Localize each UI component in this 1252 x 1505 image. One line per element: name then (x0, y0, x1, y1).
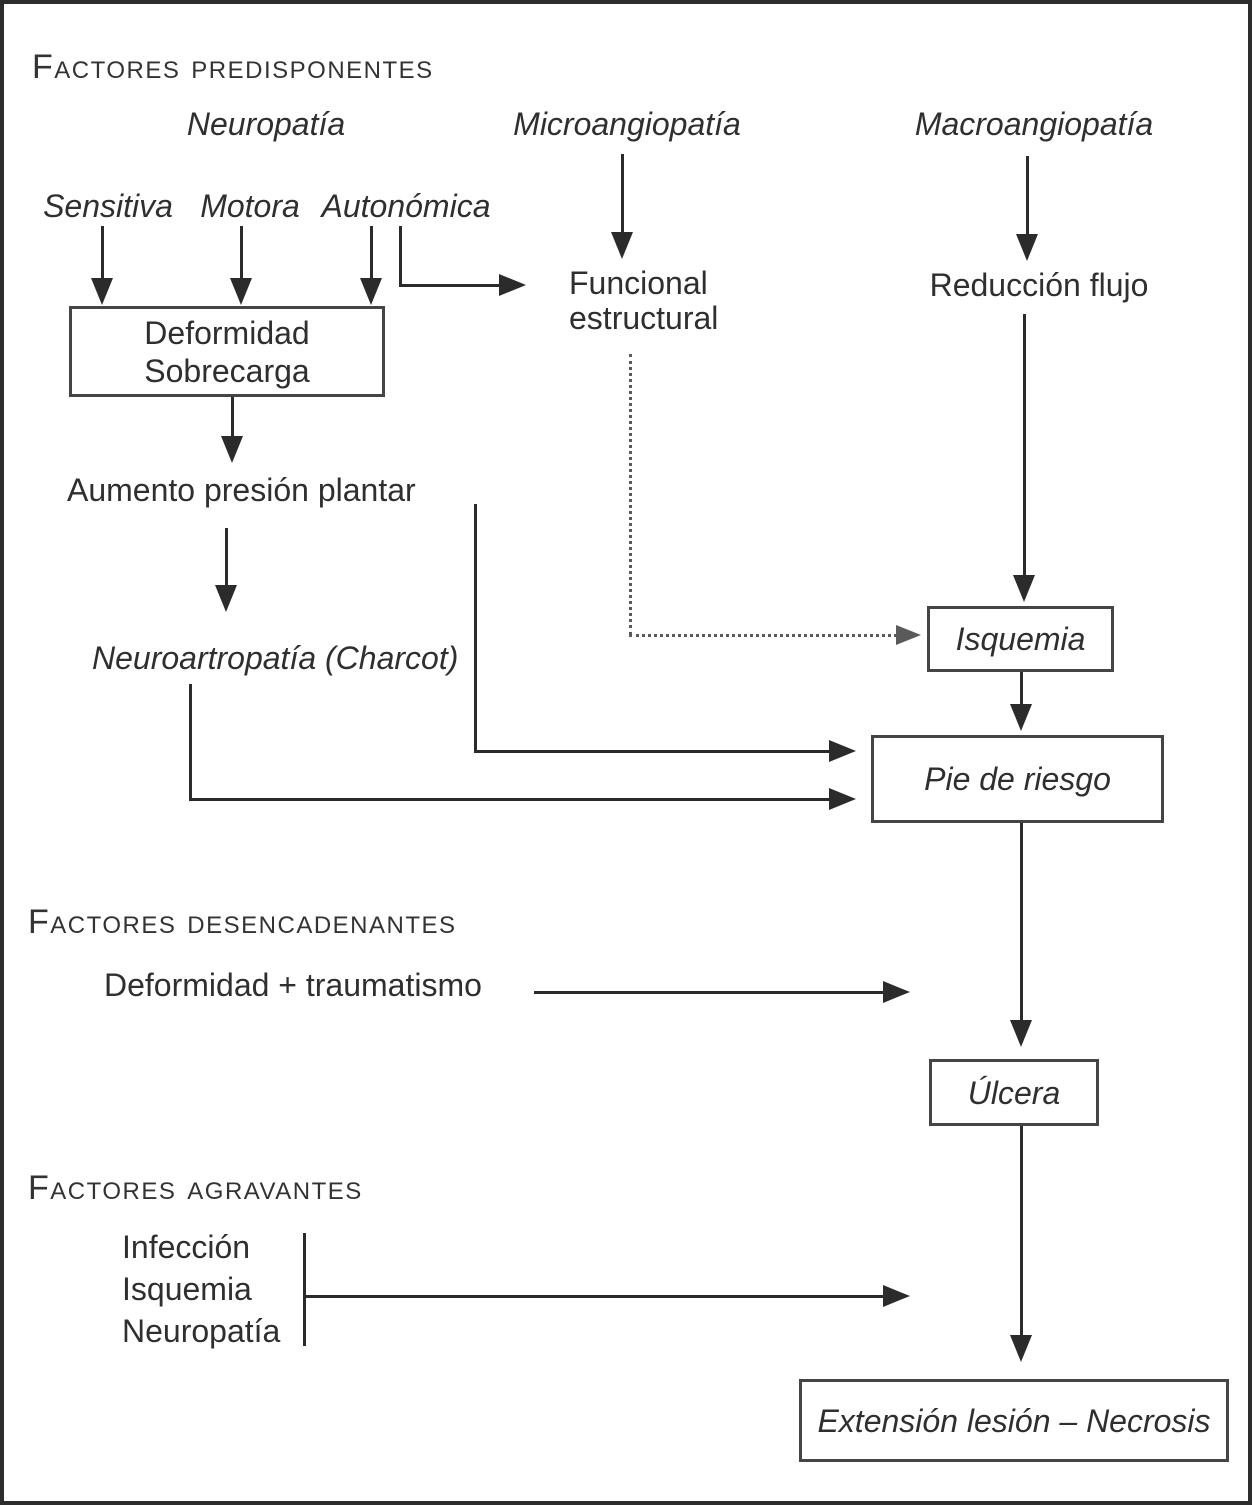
edge-ulcera-extension-line (1020, 1126, 1023, 1336)
edge-pie-ulcera-line (1020, 823, 1023, 1021)
edge-funcional-isquemia-arrowhead-icon (896, 625, 921, 645)
edge-sensitiva-deformidad-line (101, 226, 104, 280)
edge-neuroartropatia-pie-arrowhead-icon (829, 788, 856, 810)
edge-deformidad-aumento-arrowhead-icon (221, 436, 243, 463)
funcional-line1: Funcional (569, 265, 708, 301)
edge-neuroartropatia-pie-vline (189, 684, 192, 801)
edge-macroangiopatia-reduccion-arrowhead-icon (1016, 234, 1038, 261)
node-motora: Motora (200, 188, 300, 224)
edge-ulcera-extension-arrowhead-icon (1010, 1335, 1032, 1362)
edge-neuroartropatia-pie-hline (189, 798, 830, 801)
node-aumento-presion-plantar: Aumento presión plantar (67, 472, 416, 508)
section-title-predisponentes: Factores predisponentes (32, 48, 434, 86)
edge-isquemia-pie-line (1020, 672, 1023, 706)
edge-aumento-neuroartropatia-line (225, 528, 228, 586)
ulcera-label: Úlcera (967, 1074, 1061, 1111)
node-macroangiopatia: Macroangiopatía (914, 106, 1154, 142)
edge-autonomica-deformidad-line (370, 226, 373, 280)
edge-pie-ulcera-arrowhead-icon (1010, 1020, 1032, 1047)
edge-autonomica-funcional-vline (399, 226, 402, 287)
edge-reduccion-isquemia-arrowhead-icon (1013, 575, 1035, 602)
edge-funcional-isquemia-hline-dotted (629, 634, 897, 637)
edge-autonomica-funcional-hline (399, 284, 499, 287)
section-title-agravantes: Factores agravantes (28, 1169, 363, 1207)
edge-isquemia-pie-arrowhead-icon (1010, 704, 1032, 731)
edge-traumatismo-ulcera-hline (534, 991, 884, 994)
node-agravantes-list: Infección Isquemia Neuropatía (122, 1226, 280, 1352)
edge-agravantes-extension-hline (305, 1295, 884, 1298)
edge-sensitiva-deformidad-arrowhead-icon (91, 278, 113, 305)
section-title-desencadenantes: Factores desencadenantes (28, 903, 457, 941)
extension-label: Extensión lesión – Necrosis (817, 1402, 1211, 1439)
node-neuroartropatia-charcot: Neuroartropatía (Charcot) (92, 640, 459, 676)
node-funcional-estructural: Funcional estructural (569, 266, 718, 336)
box-isquemia: Isquemia (927, 606, 1114, 672)
edge-autonomica-funcional-arrowhead-icon (499, 274, 526, 296)
box-pie-de-riesgo: Pie de riesgo (871, 735, 1164, 823)
node-deformidad-traumatismo: Deformidad + traumatismo (104, 967, 482, 1003)
edge-traumatismo-ulcera-arrowhead-icon (883, 981, 910, 1003)
box-deformidad-sobrecarga: Deformidad Sobrecarga (69, 306, 385, 397)
edge-aumento-pie-arrowhead-icon (829, 740, 856, 762)
edge-aumento-neuroartropatia-arrowhead-icon (215, 585, 237, 612)
edge-agravantes-extension-arrowhead-icon (883, 1285, 910, 1307)
agravante-neuropatia: Neuropatía (122, 1313, 281, 1349)
agravantes-bracket-bar (303, 1233, 306, 1346)
edge-motora-deformidad-arrowhead-icon (230, 278, 252, 305)
node-microangiopatia: Microangiopatía (513, 106, 741, 142)
isquemia-label: Isquemia (955, 621, 1086, 657)
edge-macroangiopatia-reduccion-line (1026, 156, 1029, 236)
node-neuropatia: Neuropatía (186, 106, 346, 142)
edge-autonomica-deformidad-arrowhead-icon (360, 278, 382, 305)
edge-motora-deformidad-line (240, 226, 243, 280)
deformidad-line2: Sobrecarga (144, 352, 310, 389)
edge-microangiopatia-funcional-arrowhead-icon (611, 232, 633, 259)
edge-aumento-pie-hline (474, 750, 830, 753)
pie-de-riesgo-label: Pie de riesgo (924, 761, 1111, 797)
node-reduccion-flujo: Reducción flujo (929, 267, 1149, 303)
funcional-line2: estructural (569, 300, 719, 336)
edge-aumento-pie-vline (474, 504, 477, 753)
agravante-isquemia: Isquemia (122, 1271, 252, 1307)
box-ulcera: Úlcera (929, 1059, 1099, 1126)
agravante-infeccion: Infección (122, 1229, 251, 1265)
edge-deformidad-aumento-line (231, 397, 234, 438)
node-sensitiva: Sensitiva (43, 188, 173, 224)
edge-reduccion-isquemia-line (1023, 314, 1026, 576)
edge-funcional-isquemia-vline-dotted (629, 354, 632, 635)
node-autonomica: Autonómica (321, 188, 491, 224)
deformidad-line1: Deformidad (144, 314, 310, 351)
edge-microangiopatia-funcional-line (621, 154, 624, 234)
box-extension-lesion-necrosis: Extensión lesión – Necrosis (799, 1379, 1229, 1462)
